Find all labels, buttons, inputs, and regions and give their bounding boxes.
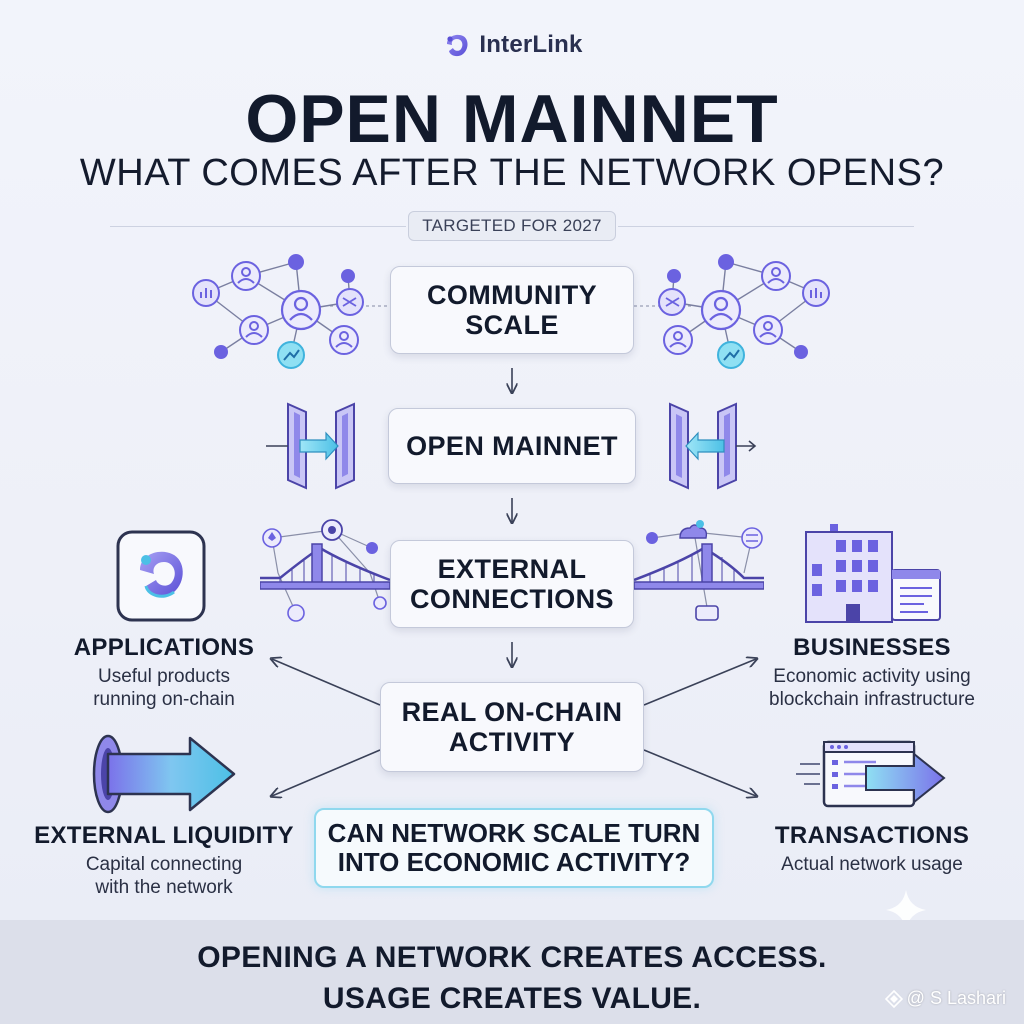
- credit: @ S Lashari: [884, 988, 1006, 1009]
- flow-label: REAL ON-CHAIN ACTIVITY: [401, 696, 623, 758]
- arrow-to-transactions: [643, 749, 756, 796]
- page-subtitle: WHAT COMES AFTER THE NETWORK OPENS?: [79, 152, 945, 194]
- flow-box-external-connections: EXTERNAL CONNECTIONS: [390, 540, 634, 628]
- outcome-desc-transactions: Actual network usage: [781, 854, 963, 875]
- outcome-desc-businesses: Economic activity using blockchain infra…: [769, 666, 975, 710]
- outcome-title-external-liquidity: EXTERNAL LIQUIDITY: [34, 822, 294, 849]
- bridge-icon: [260, 519, 390, 622]
- divider-right: [618, 226, 914, 227]
- footer-tagline: OPENING A NETWORK CREATES ACCESS. USAGE …: [197, 941, 827, 1015]
- gate-arrow-icon: [669, 402, 757, 490]
- arrow-to-applications: [272, 659, 381, 706]
- flow-label: OPEN MAINNET: [406, 430, 618, 461]
- gate-arrow-icon: [266, 402, 355, 490]
- network-nodes-icon: [192, 254, 364, 369]
- office-building-icon: [805, 524, 941, 623]
- footer-band: [0, 920, 1024, 1024]
- question-callout: CAN NETWORK SCALE TURN INTO ECONOMIC ACT…: [314, 808, 714, 888]
- divider-left: [110, 226, 406, 227]
- flow-box-open-mainnet: OPEN MAINNET: [388, 408, 636, 484]
- outcome-title-transactions: TRANSACTIONS: [774, 822, 970, 849]
- sparkle-icon: [886, 890, 926, 930]
- bridge-icon: [634, 520, 764, 621]
- brand: InterLink: [0, 30, 1024, 60]
- interlink-logo-icon: [447, 34, 468, 57]
- target-date-tag: TARGETED FOR 2027: [408, 211, 616, 241]
- liquidity-arrow-icon: [92, 734, 236, 814]
- page-title: OPEN MAINNET: [245, 81, 779, 157]
- flow-box-community-scale: COMMUNITY SCALE: [390, 266, 634, 354]
- arrow-to-liquidity: [272, 749, 381, 796]
- outcome-title-applications: APPLICATIONS: [73, 634, 255, 661]
- brand-name: InterLink: [479, 31, 583, 58]
- outcome-desc-external-liquidity: Capital connecting with the network: [85, 854, 243, 898]
- app-logo-icon: [116, 530, 206, 622]
- transaction-window-icon: [796, 740, 946, 808]
- credit-text: @ S Lashari: [906, 988, 1006, 1008]
- diamond-logo-icon: [884, 989, 903, 1008]
- network-nodes-icon: [658, 254, 830, 369]
- outcome-title-businesses: BUSINESSES: [793, 634, 951, 661]
- flow-label: COMMUNITY SCALE: [426, 279, 598, 341]
- flow-label: EXTERNAL CONNECTIONS: [410, 553, 614, 615]
- flow-box-real-activity: REAL ON-CHAIN ACTIVITY: [380, 682, 644, 772]
- outcome-desc-applications: Useful products running on-chain: [93, 666, 235, 710]
- arrow-to-businesses: [643, 659, 756, 706]
